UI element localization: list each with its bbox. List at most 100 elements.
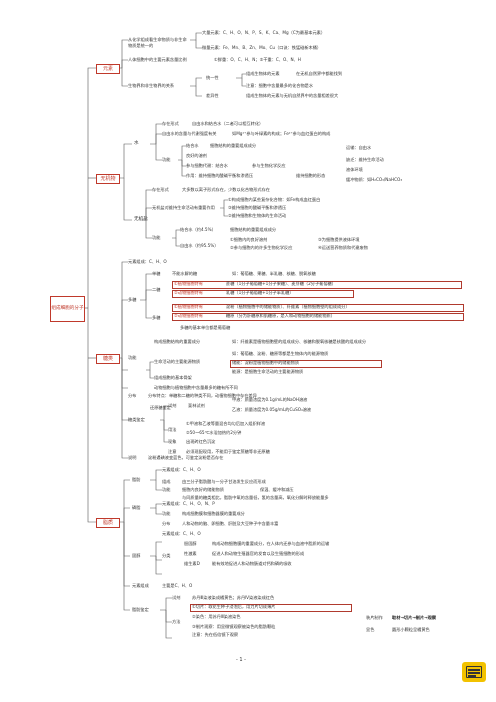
root-node: 组成细胞的分子 bbox=[50, 296, 85, 322]
fat-test-reagent-label: 试剂 bbox=[172, 595, 181, 600]
water-bound-desc: 细胞结构的重要组成成分 bbox=[210, 143, 257, 148]
sex-hormone-desc: 促进人和动物生殖器官的发育以及生殖细胞的形成 bbox=[212, 551, 305, 556]
method-note: 注意：先在低倍镜下观察 bbox=[192, 632, 239, 637]
vitamin-d-desc: 能有效地促进人和动物肠道对钙和磷的吸收 bbox=[212, 561, 292, 566]
phospholipid-function: 构成细胞膜和细胞器膜的重要成分 bbox=[182, 511, 245, 516]
salt-func-2: ②维持细胞和生物体的生命活动 bbox=[228, 213, 287, 218]
salt-label: 无机盐 bbox=[134, 217, 148, 222]
salt-form-desc: 大多数以离子形式存在，少数以化合物形式存在 bbox=[182, 187, 270, 192]
fat-function-label: 功能 bbox=[162, 487, 171, 492]
water-bound-label: 结合水 bbox=[186, 143, 199, 148]
fat-elements: 元素组成：C、H、O bbox=[162, 467, 201, 472]
sugar-function-label: 功能 bbox=[128, 355, 137, 360]
difference-desc: 组成生物体的元素与无机自然界中的含量相差很大 bbox=[246, 93, 339, 98]
note-label: 注意 bbox=[168, 449, 177, 454]
free-water-role-4: ④运送营养物质和代谢废物 bbox=[318, 245, 368, 250]
disaccharide-animal: ②动物细胞特有 bbox=[174, 290, 203, 295]
sugar-distribution-label: 分布 bbox=[128, 393, 137, 398]
slide-label: 装片制作 bbox=[366, 615, 383, 620]
unity-desc-a: 组成生物体的元素 bbox=[246, 71, 280, 76]
slide-procedure: 取材→切片→制片→观察 bbox=[392, 615, 437, 620]
polysaccharide-animal: ②动物细胞特有 bbox=[174, 313, 203, 318]
lipid-elements: 主要是C、H、O bbox=[162, 583, 193, 588]
section-sugars: 糖类 bbox=[96, 354, 120, 364]
fat-test-method-label: 方法 bbox=[172, 619, 181, 624]
fat-label: 脂肪 bbox=[132, 477, 141, 482]
water-shape: 维持细胞的形态 bbox=[296, 173, 326, 178]
element-ratio-label: 人体细胞中的主要元素含量比例 bbox=[128, 57, 187, 62]
free-water-role-1: ①细胞内的良好溶剂 bbox=[230, 237, 268, 242]
fat-test-reagent: 苏丹Ⅲ染液染成橘黄色；苏丹Ⅳ染液染成红色 bbox=[192, 595, 275, 600]
salt-func-1: ①构成细胞内某些复杂化合物：如Fe构成血红蛋白 bbox=[228, 197, 321, 202]
sugar-store-box bbox=[230, 360, 382, 368]
disaccharide-plant-ex: 蔗糖（1分子葡萄糖+1分子果糖）、麦芽糖（2分子葡萄糖） bbox=[226, 281, 336, 286]
disaccharide-animal-box bbox=[172, 290, 354, 298]
fat-function-1: 细胞内良好的储能物质 bbox=[182, 487, 224, 492]
macro-elements: 大量元素：C、H、O、N、P、S、K、Ca、Mg（C为最基本元素） bbox=[202, 30, 326, 35]
phospholipid-function-label: 功能 bbox=[162, 511, 171, 516]
fat-function-2: 保温、缓冲和减压 bbox=[260, 487, 294, 492]
sugar-func-main: 能源：是细胞生命活动的主要能源物质 bbox=[232, 369, 304, 374]
fehling-reagent: 斐林试剂 bbox=[188, 403, 205, 408]
polysaccharide-animal-ex: 糖原（分为肝糖原和肌糖原，是人和动物细胞的储能物质） bbox=[226, 313, 335, 318]
method-step-1: ①切片：取花生种子浸泡后，用刀片切成薄片 bbox=[192, 604, 276, 609]
monosaccharide-def: 不能水解的糖 bbox=[172, 271, 198, 276]
sugar-skeleton: 组成细胞的基本骨架 bbox=[154, 375, 192, 380]
sterol-elements: 元素组成：C、H、O bbox=[162, 531, 201, 536]
water-life: 缺乏：维持生命活动 bbox=[346, 157, 384, 162]
bio-nonbio-relation: 生物界和非生物界的关系 bbox=[128, 83, 175, 88]
water-ion-example: 如Mg²⁺参与叶绿素的构成；Fe²⁺参与血红蛋白的构成 bbox=[232, 131, 331, 136]
phenomenon-label: 现象 bbox=[168, 439, 177, 444]
sugar-func-structure-ex: 如：纤维素是植物细胞壁的组成成分、核糖和脱氧核糖是核酸的组成成分 bbox=[232, 339, 367, 344]
free-water-role-2: ②参与细胞内的许多生物化学反应 bbox=[230, 245, 293, 250]
disaccharide-plant-box bbox=[172, 281, 462, 289]
sugar-test-label: 糖类鉴定 bbox=[128, 417, 145, 422]
free-water-pct: 自由水（约95.5%） bbox=[180, 243, 219, 248]
disaccharide-animal-ex: 乳糖（1分子葡萄糖+1分子半乳糖） bbox=[226, 290, 294, 295]
polysaccharide-plant: ①植物细胞特有 bbox=[174, 304, 203, 309]
sterol-class-label: 分类 bbox=[162, 553, 171, 558]
bound-water-role: 细胞结构的重要组成成分 bbox=[230, 227, 277, 232]
polysaccharide-label: 多糖 bbox=[152, 315, 161, 320]
vitamin-d-label: 维生素D bbox=[184, 561, 200, 566]
cholesterol-label: 胆固醇 bbox=[184, 541, 197, 546]
polysaccharide-plant-ex: 淀粉（植物细胞中的储能物质）、纤维素（植物细胞壁的组成成分） bbox=[226, 304, 350, 309]
phospholipid-elements: 元素组成：C、H、O、N、P bbox=[162, 501, 215, 506]
sugar-elements: 元素组成：C、H、O bbox=[128, 259, 167, 264]
sugar-func-energy-ex: 如：葡萄糖、淀粉、糖原等都是生物体内的能源物质 bbox=[232, 351, 329, 356]
usage-label: 用法 bbox=[168, 427, 177, 432]
method-step-3: ③制片观察：用显微镜观察被染色的脂肪颗粒 bbox=[192, 624, 276, 629]
color-desc: 圆形小颗粒呈橘黄色 bbox=[392, 627, 430, 632]
sugar-content-note: 动物细胞与植物细胞中含量最多的糖有所不同 bbox=[154, 385, 238, 390]
sugar-distribution: 分布特点：单糖和二糖的种类不同，动植物细胞中存在差异 bbox=[148, 393, 257, 398]
reducing-sugar-test: 还原糖鉴定 bbox=[150, 405, 171, 410]
water-free-note: 自由水的含量与代谢强度有关 bbox=[162, 131, 217, 136]
explain-label: 说明 bbox=[128, 455, 137, 460]
water-transport: 运输：自由水 bbox=[346, 145, 372, 150]
cholesterol-desc: 构成动物细胞膜的重要成分，在人体内还参与血液中脂质的运输 bbox=[212, 541, 330, 546]
polysaccharide-animal-box bbox=[172, 313, 464, 321]
water-form-desc: 自由水和结合水（二者可以相互转化） bbox=[192, 121, 264, 126]
water-function-label: 功能 bbox=[162, 157, 171, 162]
salt-func-3: ③维持细胞的酸碱平衡和渗透压 bbox=[228, 205, 287, 210]
method-step-2: ②染色：用苏丹Ⅲ染液染色 bbox=[192, 614, 241, 619]
reagent-label: 试剂 bbox=[168, 403, 177, 408]
fat-composition: 由三分子脂肪酸与一分子甘油发生反应而形成 bbox=[182, 479, 266, 484]
free-water-role-3: ③为细胞提供液体环境 bbox=[318, 237, 360, 242]
bound-water-pct: 结合水（约4.5%） bbox=[180, 227, 216, 232]
phospholipid-label: 磷脂 bbox=[132, 505, 141, 510]
color-label: 显色 bbox=[366, 627, 375, 632]
water-environment: 液体环境 bbox=[346, 167, 363, 172]
water-reaction: 参与生物化学反应 bbox=[252, 163, 286, 168]
page-number: - 1 - bbox=[236, 657, 246, 663]
notes-icon[interactable] bbox=[462, 662, 486, 682]
phenomenon-desc: 出现砖红色沉淀 bbox=[186, 439, 216, 444]
usage-step-1: ①甲液和乙液等量混合均匀后加入组织样液 bbox=[186, 421, 266, 426]
element-note: 注意：细胞中含量最多的化合物是水 bbox=[246, 83, 314, 88]
phospholipid-distribution: 人和动物的脑、卵细胞、肝脏及大豆种子中含量丰富 bbox=[182, 521, 279, 526]
monosaccharide-label: 单糖 bbox=[152, 271, 161, 276]
water-buffer: 缓冲物质：如H₂CO₃/NaHCO₃ bbox=[346, 177, 403, 182]
polysaccharide-unit: 多糖的基本单位都是葡萄糖 bbox=[180, 325, 231, 330]
disaccharide-plant: ①植物细胞特有 bbox=[174, 281, 203, 286]
